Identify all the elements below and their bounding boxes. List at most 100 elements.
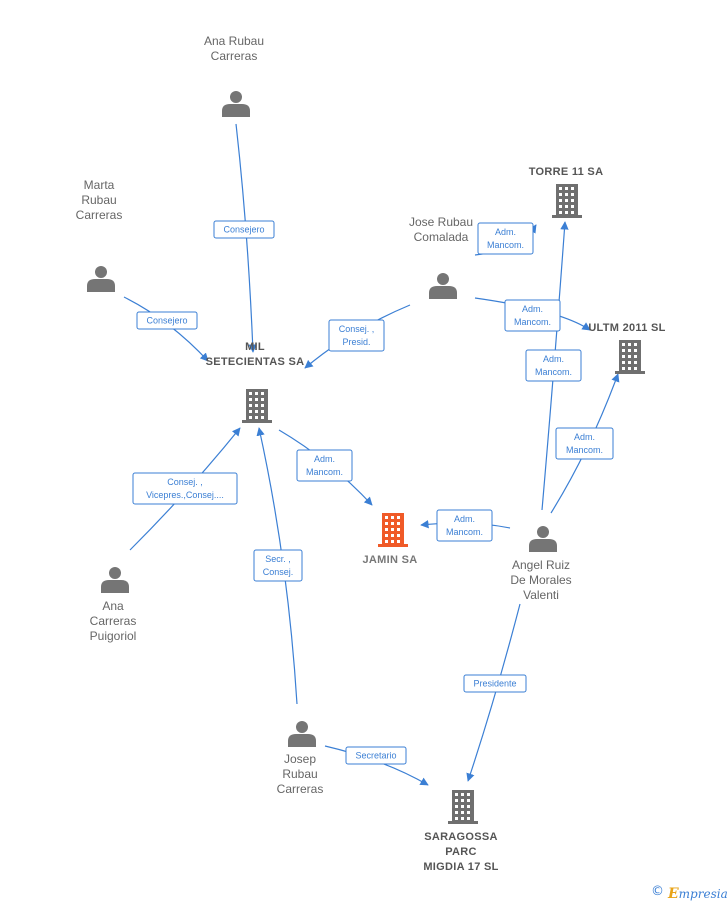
- building-window: [622, 355, 625, 358]
- node-ultm-2011[interactable]: ULTM 2011 SL: [588, 322, 665, 374]
- edge-label-box: [136, 311, 198, 330]
- building-window: [634, 367, 637, 370]
- edge-label-box: [328, 319, 385, 352]
- building-window: [565, 205, 568, 208]
- edge-label-text: Vicepres.,Consej....: [146, 490, 224, 500]
- edge-label-box: [132, 472, 238, 505]
- edge-label-mil_setecientas-to-jamin[interactable]: Adm.Mancom.: [296, 449, 353, 482]
- edge-label-marta_rubau-to-mil_setecientas[interactable]: Consejero: [136, 311, 198, 330]
- edge-label-text: Consej. ,: [339, 324, 375, 334]
- edge-label-box: [345, 746, 407, 765]
- edge-label-jose_rubau-to-ultm_2011[interactable]: Adm.Mancom.: [504, 299, 561, 332]
- node-label: JAMIN SA: [363, 554, 418, 566]
- building-window: [255, 410, 258, 413]
- person-icon: [429, 273, 457, 299]
- brand-logo[interactable]: Empresia: [668, 886, 728, 902]
- edge-label-text: Adm.: [314, 454, 335, 464]
- building-window: [455, 805, 458, 808]
- node-label: Jose Rubau: [409, 215, 473, 229]
- copyright-icon: ©: [651, 884, 664, 899]
- person-body: [288, 734, 316, 747]
- building-window: [391, 528, 394, 531]
- building-window: [397, 534, 400, 537]
- company-icon: [242, 389, 272, 423]
- edge-label-text: Secr. ,: [265, 554, 291, 564]
- building-window: [385, 540, 388, 543]
- person-body: [87, 279, 115, 292]
- building-window: [249, 398, 252, 401]
- edge-label-josep_rubau-to-mil_setecientas[interactable]: Secr. ,Consej.: [253, 549, 303, 582]
- edge-label-ana_rubau-to-mil_setecientas[interactable]: Consejero: [213, 220, 275, 239]
- building-window: [397, 522, 400, 525]
- building-window: [622, 349, 625, 352]
- brand-logo-text: mpresia: [678, 887, 728, 901]
- building-window: [634, 343, 637, 346]
- edge-label-angel_ruiz-to-torre_11[interactable]: Adm.Mancom.: [525, 349, 582, 382]
- node-torre-11[interactable]: TORRE 11 SA: [529, 166, 604, 218]
- node-label: Carreras: [211, 49, 258, 63]
- node-label: Josep: [284, 752, 316, 766]
- building-window: [397, 540, 400, 543]
- building-window: [565, 193, 568, 196]
- building-window: [565, 211, 568, 214]
- node-jamin[interactable]: JAMIN SA: [363, 513, 418, 566]
- edge-label-angel_ruiz-to-jamin[interactable]: Adm.Mancom.: [436, 509, 493, 542]
- building-window: [391, 522, 394, 525]
- building-window: [455, 793, 458, 796]
- edge-label-text: Secretario: [355, 751, 396, 761]
- person-body: [101, 580, 129, 593]
- building-window: [559, 187, 562, 190]
- building-window: [261, 392, 264, 395]
- building-window: [571, 193, 574, 196]
- building-window: [255, 416, 258, 419]
- edge-label-box: [253, 549, 303, 582]
- building-window: [622, 343, 625, 346]
- edge-label-josep_rubau-to-saragossa[interactable]: Secretario: [345, 746, 407, 765]
- edge-label-text: Consejero: [223, 225, 264, 235]
- building-window: [559, 205, 562, 208]
- edge-label-jose_rubau-to-torre_11[interactable]: Adm.Mancom.: [477, 222, 534, 255]
- building-window: [571, 211, 574, 214]
- building-window: [385, 522, 388, 525]
- building-window: [249, 392, 252, 395]
- edge-label-jose_rubau-to-mil_setecientas[interactable]: Consej. ,Presid.: [328, 319, 385, 352]
- building-window: [467, 799, 470, 802]
- edge-label-ana_carreras-to-mil_setecientas[interactable]: Consej. ,Vicepres.,Consej....: [132, 472, 238, 505]
- edge-label-text: Adm.: [543, 354, 564, 364]
- edge-label-angel_ruiz-to-saragossa[interactable]: Presidente: [463, 674, 527, 693]
- person-head: [296, 721, 308, 733]
- person-body: [529, 539, 557, 552]
- building-window: [628, 367, 631, 370]
- building-window: [571, 199, 574, 202]
- building-window: [571, 205, 574, 208]
- company-icon: [448, 790, 478, 824]
- person-head: [537, 526, 549, 538]
- building-base: [448, 821, 478, 824]
- node-label: Carreras: [76, 208, 123, 222]
- building-window: [467, 805, 470, 808]
- building-window: [461, 811, 464, 814]
- edge-label-text: Adm.: [495, 227, 516, 237]
- company-icon: [615, 340, 645, 374]
- company-icon: [378, 513, 408, 547]
- building-window: [249, 410, 252, 413]
- edge-label-box: [436, 509, 493, 542]
- node-label: MIL: [245, 341, 265, 353]
- edge-label-angel_ruiz-to-ultm_2011[interactable]: Adm.Mancom.: [555, 427, 614, 460]
- person-body: [222, 104, 250, 117]
- node-label: Puigoriol: [90, 629, 137, 643]
- building-window: [565, 199, 568, 202]
- edge-label-text: Mancom.: [514, 317, 551, 327]
- building-shape: [378, 513, 408, 547]
- edge-label-text: Mancom.: [566, 445, 603, 455]
- building-shape: [552, 184, 582, 218]
- edge-label-box: [525, 349, 582, 382]
